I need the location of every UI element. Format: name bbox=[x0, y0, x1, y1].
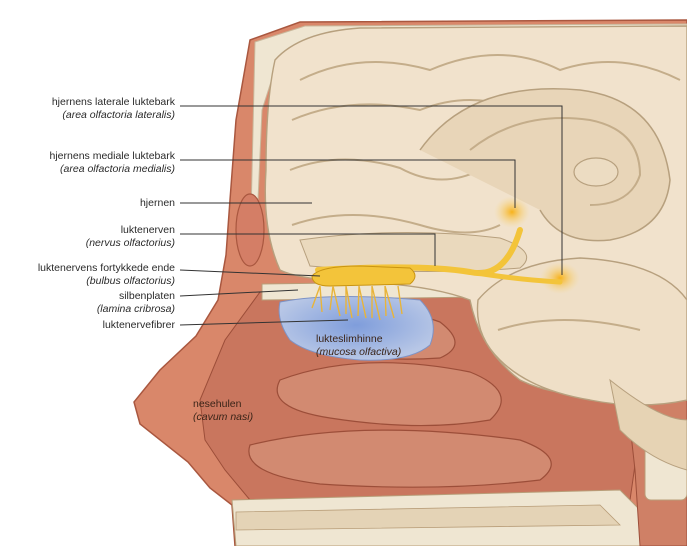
olfactory-bulb bbox=[312, 266, 415, 286]
frontal-sinus bbox=[236, 194, 264, 266]
lower-concha bbox=[249, 430, 551, 487]
label-lateral-name: hjernens laterale luktebark bbox=[52, 96, 175, 108]
label-fibers-name: luktenervefibrer bbox=[103, 319, 175, 331]
thalamus bbox=[574, 158, 618, 186]
label-olfactory-fibers: luktenervefibrer bbox=[103, 319, 175, 332]
label-medial-name: hjernens mediale luktebark bbox=[50, 150, 176, 162]
label-mucosa-name: lukteslimhinne bbox=[316, 333, 383, 345]
label-plate-latin: (lamina cribrosa) bbox=[97, 303, 175, 316]
label-cavity-name: nesehulen bbox=[193, 398, 241, 410]
label-nasal-cavity: nesehulen (cavum nasi) bbox=[193, 398, 253, 423]
label-medial-olfactory-cortex: hjernens mediale luktebark (area olfacto… bbox=[50, 150, 176, 175]
label-cavity-latin: (cavum nasi) bbox=[193, 411, 253, 424]
label-mucosa-latin: (mucosa olfactiva) bbox=[316, 346, 401, 359]
label-nerve-latin: (nervus olfactorius) bbox=[86, 237, 175, 250]
label-bulb-latin: (bulbus olfactorius) bbox=[38, 275, 175, 288]
label-bulb-name: luktenervens fortykkede ende bbox=[38, 262, 175, 274]
label-olfactory-mucosa: lukteslimhinne (mucosa olfactiva) bbox=[316, 333, 401, 358]
label-brain: hjernen bbox=[140, 197, 175, 210]
label-olfactory-nerve: luktenerven (nervus olfactorius) bbox=[86, 224, 175, 249]
label-nerve-name: luktenerven bbox=[121, 224, 175, 236]
label-lateral-olfactory-cortex: hjernens laterale luktebark (area olfact… bbox=[52, 96, 175, 121]
label-brain-name: hjernen bbox=[140, 197, 175, 209]
label-lateral-latin: (area olfactoria lateralis) bbox=[52, 109, 175, 122]
lateral-olfactory-area bbox=[540, 262, 580, 294]
label-plate-name: silbenplaten bbox=[119, 290, 175, 302]
label-cribriform-plate: silbenplaten (lamina cribrosa) bbox=[97, 290, 175, 315]
medial-olfactory-area bbox=[494, 196, 530, 228]
label-medial-latin: (area olfactoria medialis) bbox=[50, 163, 176, 176]
label-olfactory-bulb: luktenervens fortykkede ende (bulbus olf… bbox=[38, 262, 175, 287]
